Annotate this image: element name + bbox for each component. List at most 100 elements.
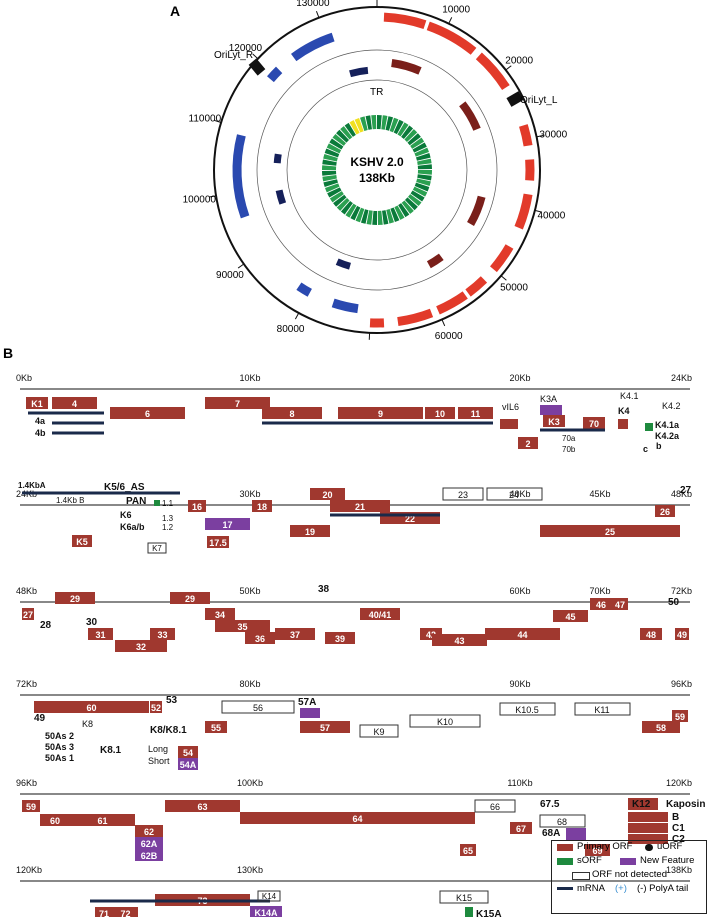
orf-box-label: 6 bbox=[145, 409, 150, 419]
orf-box-label: 26 bbox=[660, 507, 670, 517]
orf-box bbox=[618, 419, 628, 429]
orf-box bbox=[135, 825, 163, 837]
orf-name: K8.1 bbox=[100, 745, 122, 756]
orf-box bbox=[518, 437, 538, 449]
axis-label-mid: 70Kb bbox=[589, 586, 610, 596]
orf-box bbox=[640, 628, 662, 640]
forward-orf-arc bbox=[475, 52, 510, 91]
coverage-segment bbox=[381, 115, 388, 130]
orf-box-label: 32 bbox=[136, 642, 146, 652]
orf-box-label: 54 bbox=[183, 748, 193, 758]
orf-box bbox=[325, 632, 355, 644]
forward-orf-arc bbox=[465, 276, 488, 297]
orf-box bbox=[425, 407, 455, 419]
orf-box-label: 67 bbox=[516, 824, 526, 834]
transcript-arc bbox=[426, 253, 444, 269]
transcript-arc bbox=[275, 189, 287, 205]
orf-box bbox=[500, 419, 518, 429]
orf-box-label: 55 bbox=[211, 723, 221, 733]
axis-label-right: 138Kb bbox=[666, 865, 692, 875]
forward-orf-arc bbox=[426, 21, 477, 55]
orf-box bbox=[188, 500, 206, 512]
orf-box bbox=[458, 407, 493, 419]
orf-box-label: 44 bbox=[517, 630, 527, 640]
coverage-segment bbox=[327, 187, 342, 198]
transcript-arc bbox=[273, 153, 282, 164]
not-detected-box bbox=[439, 890, 489, 904]
orf-box-label: 29 bbox=[70, 594, 80, 604]
axis-label-mid: 10Kb bbox=[239, 373, 260, 383]
orf-box bbox=[150, 701, 162, 713]
newfeat-box bbox=[205, 518, 250, 530]
orf-box-label: 36 bbox=[255, 634, 265, 644]
orf-name: K3A bbox=[540, 394, 557, 404]
tick-mark bbox=[505, 65, 512, 71]
orf-box-label: 2 bbox=[525, 439, 530, 449]
newfeat-box bbox=[250, 906, 282, 917]
coverage-segment bbox=[415, 153, 431, 161]
transcript-arc bbox=[335, 258, 352, 270]
orf-box-label: 61 bbox=[97, 816, 107, 826]
orf-box-label: 37 bbox=[290, 630, 300, 640]
orf-box bbox=[205, 721, 227, 733]
orf-box bbox=[72, 535, 92, 547]
orf-box-label: 16 bbox=[192, 502, 202, 512]
reverse-orf-arc bbox=[331, 298, 359, 314]
axis-label-right: 72Kb bbox=[671, 586, 692, 596]
orf-name: Kaposin bbox=[666, 799, 705, 810]
sorf-box bbox=[465, 907, 473, 917]
orf-box-label: 35 bbox=[237, 622, 247, 632]
orf-name: K4.2 bbox=[662, 401, 681, 411]
orf-box-label: 62 bbox=[144, 827, 154, 837]
reverse-orf-arc bbox=[296, 282, 312, 297]
orf-name: K6a/b bbox=[120, 522, 145, 532]
orf-arcs bbox=[232, 12, 535, 328]
orf-box-label: 47 bbox=[615, 600, 625, 610]
tick-label: 40000 bbox=[537, 211, 565, 222]
orf-name: Short bbox=[148, 756, 170, 766]
orf-box-label: 7 bbox=[235, 399, 240, 409]
orilyt-l-label: OriLyt_L bbox=[520, 95, 558, 106]
orf-box bbox=[543, 415, 565, 427]
orf-name: 50As 3 bbox=[45, 742, 74, 752]
orf-box bbox=[553, 610, 588, 622]
coverage-segment bbox=[323, 179, 339, 187]
orf-box bbox=[585, 844, 610, 856]
tick-label: 50000 bbox=[500, 283, 528, 294]
not-detected-box bbox=[409, 714, 481, 728]
orf-name: 70a bbox=[562, 434, 576, 443]
orf-name: 66 bbox=[490, 802, 500, 812]
orf-name: K10.5 bbox=[515, 705, 539, 715]
tick-mark bbox=[534, 209, 542, 213]
not-detected-box bbox=[486, 487, 543, 501]
reverse-orf-arc bbox=[267, 66, 283, 83]
coverage-segment bbox=[385, 116, 394, 131]
orf-name: 57A bbox=[298, 697, 316, 708]
orf-name: K4.1 bbox=[620, 391, 639, 401]
axis-label-left: 120Kb bbox=[16, 865, 42, 875]
orf-name: 68A bbox=[542, 828, 560, 839]
coverage-segment bbox=[360, 116, 368, 132]
orf-box-label: 72 bbox=[120, 909, 130, 917]
orf-name: B bbox=[672, 812, 679, 823]
orf-box bbox=[338, 407, 423, 419]
coverage-segment bbox=[394, 205, 405, 220]
newfeat-box bbox=[135, 837, 163, 849]
coverage-segment bbox=[360, 209, 369, 224]
orf-box-label: 69 bbox=[592, 846, 602, 856]
orf-name: 24 bbox=[509, 490, 519, 500]
newfeat-box bbox=[178, 758, 198, 770]
orf-name: 50As 1 bbox=[45, 753, 74, 763]
orf-box bbox=[22, 608, 34, 620]
coverage-segment bbox=[407, 133, 421, 146]
tick-label: 80000 bbox=[277, 324, 305, 335]
orf-box bbox=[612, 598, 628, 610]
orf-box-label: 59 bbox=[675, 712, 685, 722]
orf-box bbox=[672, 710, 688, 722]
orf-box bbox=[34, 701, 149, 713]
orf-name: 50 bbox=[668, 597, 680, 608]
orf-name: c bbox=[643, 444, 648, 454]
not-detected-box bbox=[221, 700, 295, 714]
orf-box bbox=[205, 608, 235, 620]
